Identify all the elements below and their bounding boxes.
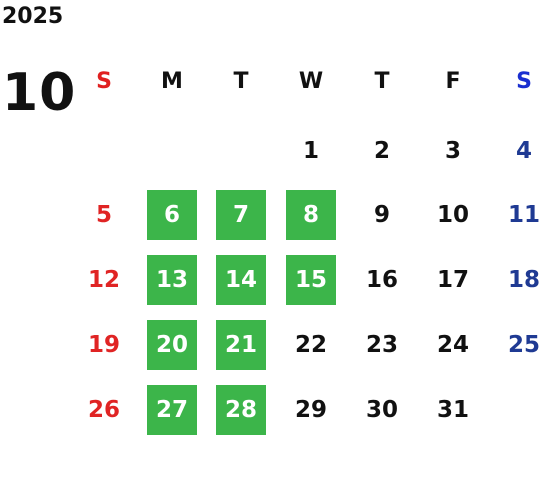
month-number: 10 [2, 63, 77, 123]
day-cell[interactable]: 9 [373, 202, 390, 228]
day-cell-highlighted[interactable]: 28 [216, 385, 266, 435]
day-cell[interactable]: 4 [515, 138, 532, 164]
weekday-header-tue: T [233, 69, 249, 94]
day-cell[interactable]: 2 [373, 138, 390, 164]
day-cell[interactable]: 19 [87, 332, 120, 358]
weekday-header-sat: S [516, 69, 532, 94]
day-cell-highlighted[interactable]: 15 [286, 255, 336, 305]
day-cell[interactable]: 12 [87, 267, 120, 293]
year-label: 2025 [2, 4, 64, 29]
day-cell[interactable]: 18 [507, 267, 540, 293]
day-cell-highlighted[interactable]: 8 [286, 190, 336, 240]
day-cell[interactable]: 5 [95, 202, 112, 228]
day-cell[interactable]: 23 [365, 332, 398, 358]
day-cell-highlighted[interactable]: 6 [147, 190, 197, 240]
day-cell[interactable]: 16 [365, 267, 398, 293]
weekday-header-wed: W [298, 69, 324, 94]
day-cell[interactable]: 25 [507, 332, 540, 358]
weekday-header-fri: F [445, 69, 461, 94]
day-cell-highlighted[interactable]: 21 [216, 320, 266, 370]
day-cell-highlighted[interactable]: 14 [216, 255, 266, 305]
day-cell-highlighted[interactable]: 20 [147, 320, 197, 370]
day-cell-highlighted[interactable]: 7 [216, 190, 266, 240]
day-cell[interactable]: 24 [436, 332, 469, 358]
weekday-header-mon: M [161, 69, 183, 94]
weekday-header-thu: T [374, 69, 390, 94]
day-cell[interactable]: 1 [302, 138, 319, 164]
day-cell[interactable]: 26 [87, 397, 120, 423]
day-cell[interactable]: 29 [294, 397, 327, 423]
day-cell[interactable]: 31 [436, 397, 469, 423]
day-cell-highlighted[interactable]: 13 [147, 255, 197, 305]
weekday-header-sun: S [96, 69, 112, 94]
day-cell[interactable]: 10 [436, 202, 469, 228]
day-cell[interactable]: 22 [294, 332, 327, 358]
day-cell[interactable]: 11 [507, 202, 540, 228]
day-cell[interactable]: 3 [444, 138, 461, 164]
day-cell[interactable]: 17 [436, 267, 469, 293]
day-cell[interactable]: 30 [365, 397, 398, 423]
day-cell-highlighted[interactable]: 27 [147, 385, 197, 435]
